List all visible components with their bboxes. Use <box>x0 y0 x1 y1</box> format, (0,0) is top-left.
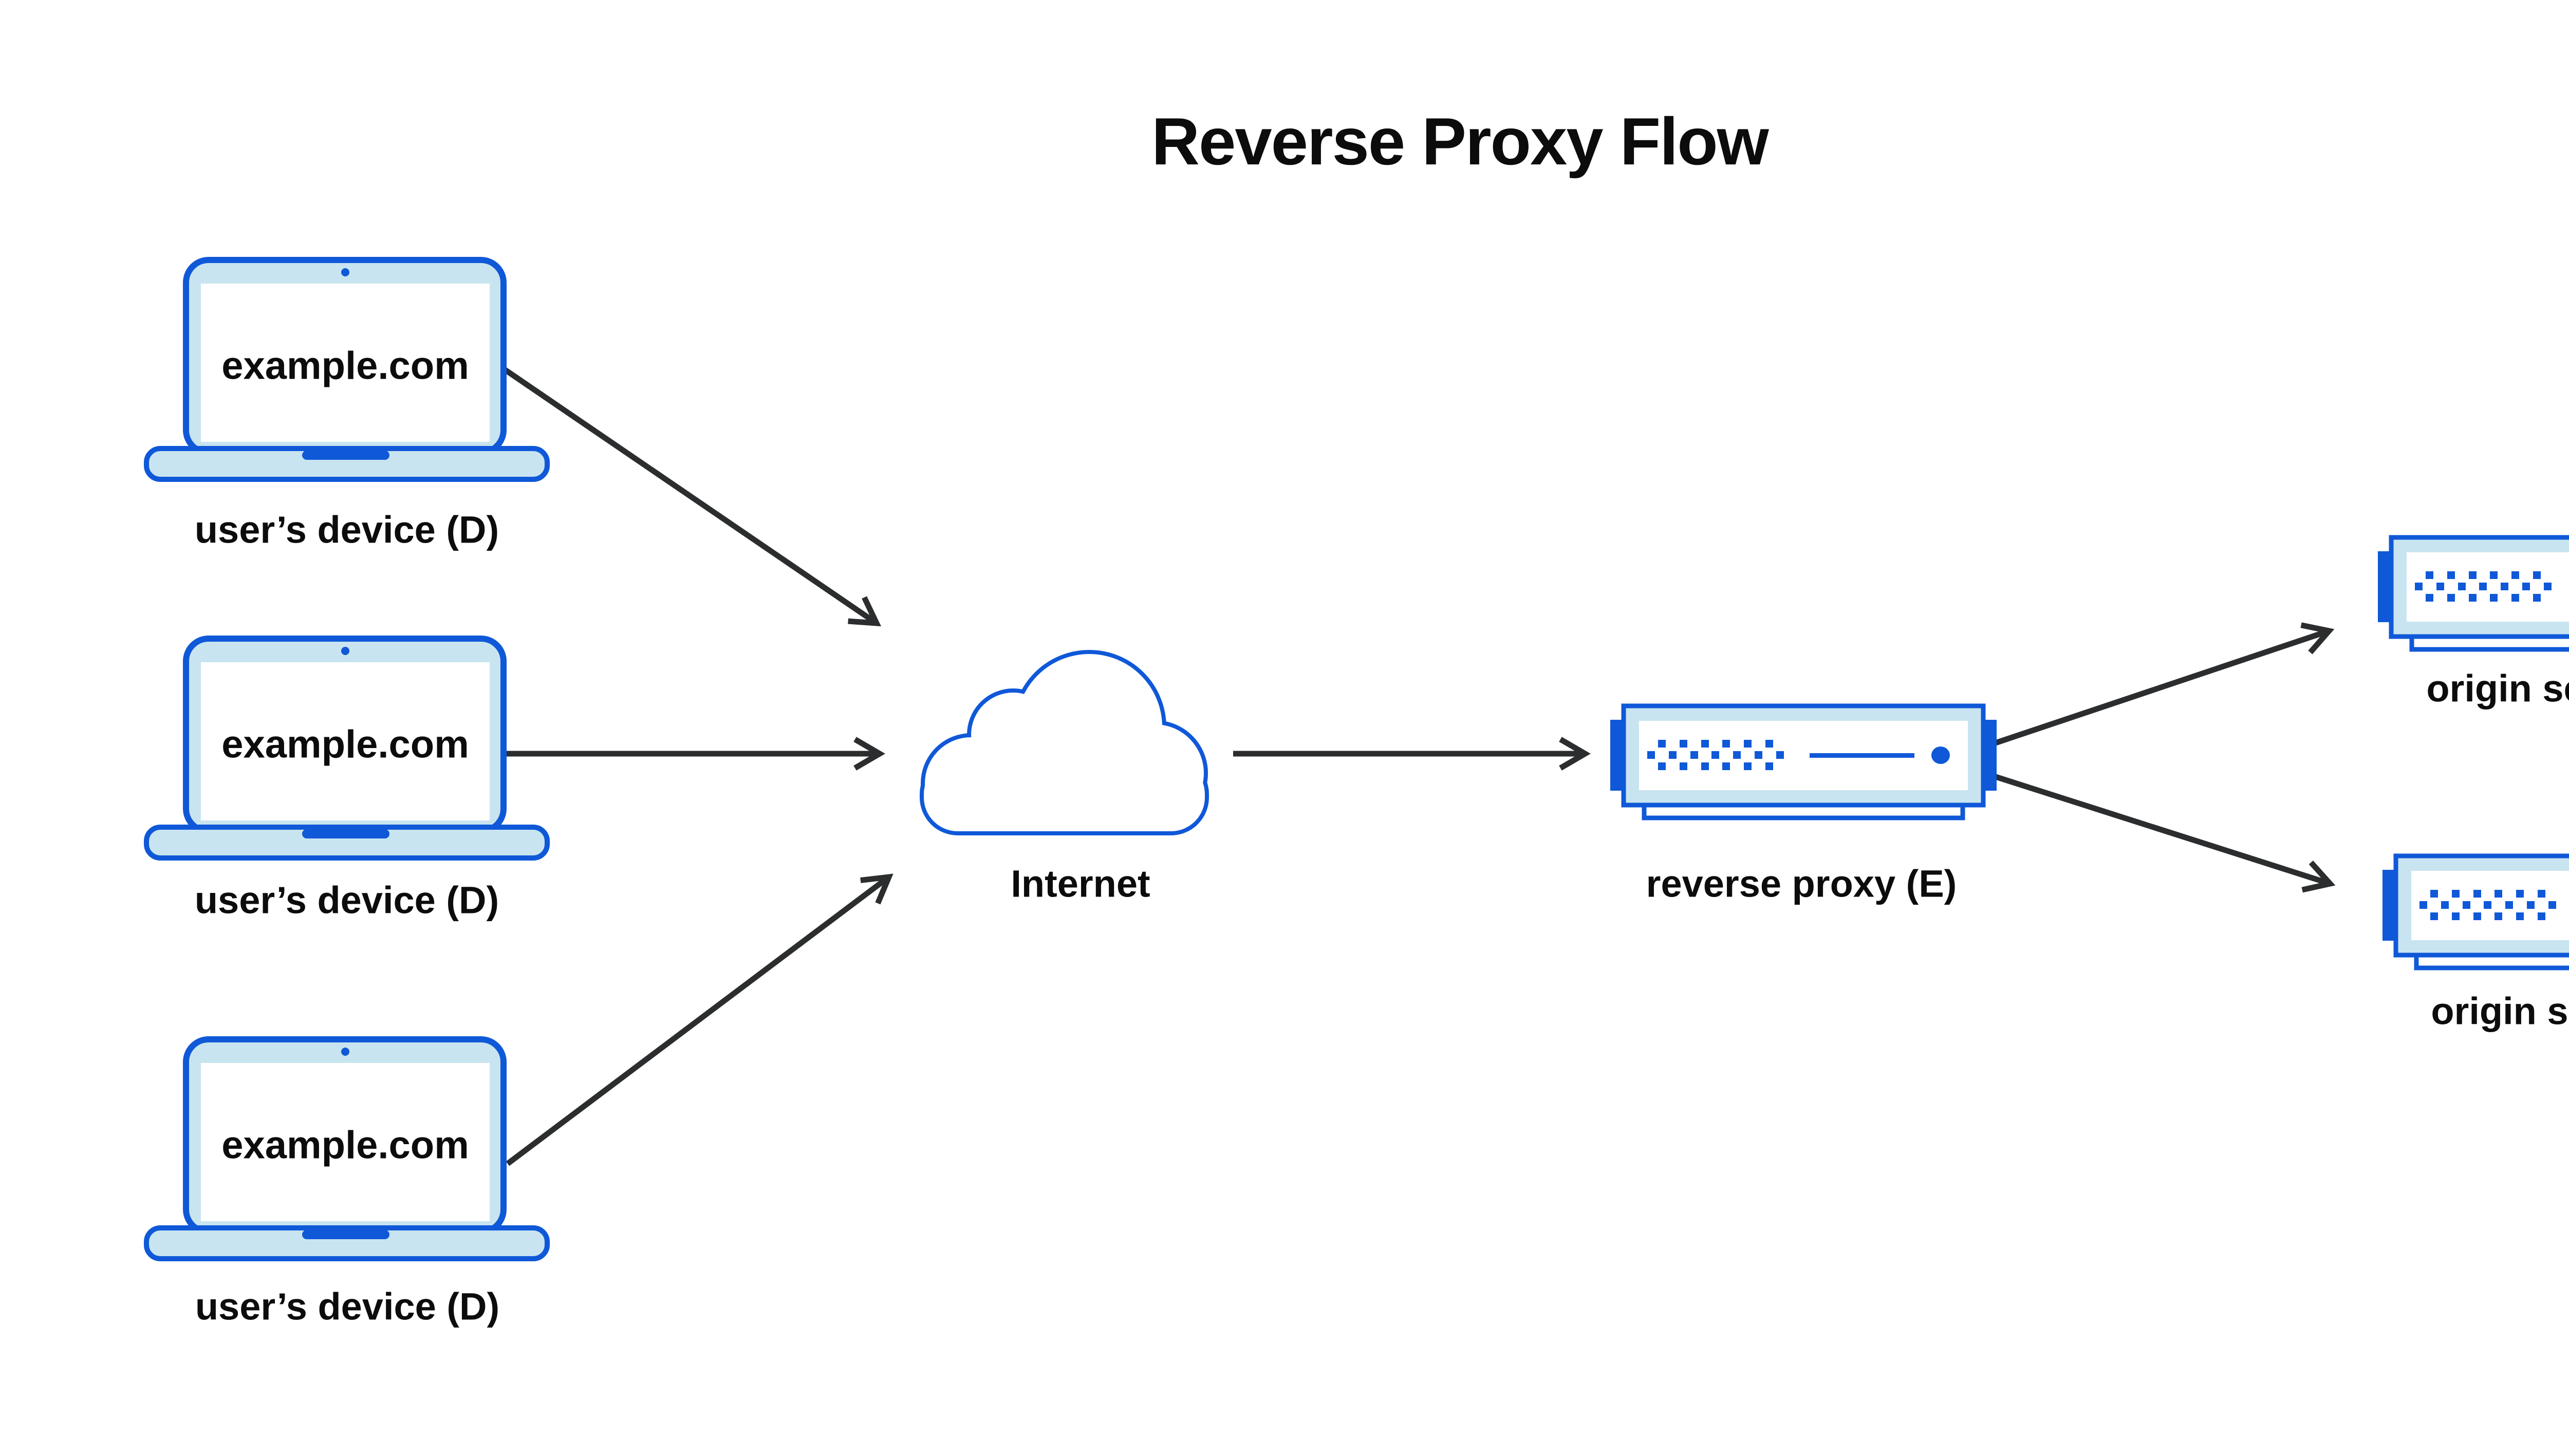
device-label: user’s device (D) <box>195 879 499 922</box>
arrow-device1-to-internet <box>499 365 882 627</box>
origin-server-label: origin server (F) <box>2431 990 2569 1033</box>
connections <box>499 365 2336 1166</box>
node-origin-server-1: origin server (F) <box>2378 537 2569 710</box>
node-origin-server-2: origin server (F) <box>2382 856 2569 1033</box>
device-screen-url: example.com <box>221 1124 469 1167</box>
server-icon <box>1610 706 1997 818</box>
device-label: user’s device (D) <box>195 509 499 551</box>
server-icon <box>2382 856 2569 968</box>
device-label: user’s device (D) <box>195 1285 499 1328</box>
node-reverse-proxy: reverse proxy (E) <box>1610 706 1997 905</box>
diagram-title: Reverse Proxy Flow <box>1151 104 1769 179</box>
device-screen-url: example.com <box>221 344 469 388</box>
node-user-device-2: example.com user’s device (D) <box>146 639 547 922</box>
node-internet: Internet <box>924 654 1205 905</box>
device-screen-url: example.com <box>221 723 469 767</box>
arrow-device3-to-internet <box>506 873 893 1166</box>
node-user-device-3: example.com user’s device (D) <box>146 1039 547 1328</box>
origin-server-label: origin server (F) <box>2426 667 2569 710</box>
arrow-proxy-to-origin2 <box>1991 773 2336 893</box>
node-user-device-1: example.com user’s device (D) <box>146 260 547 551</box>
arrow-proxy-to-origin1 <box>1991 622 2335 747</box>
server-icon <box>2378 537 2569 649</box>
internet-label: Internet <box>1011 863 1150 905</box>
reverse-proxy-label: reverse proxy (E) <box>1646 863 1957 905</box>
cloud-icon <box>924 654 1205 831</box>
